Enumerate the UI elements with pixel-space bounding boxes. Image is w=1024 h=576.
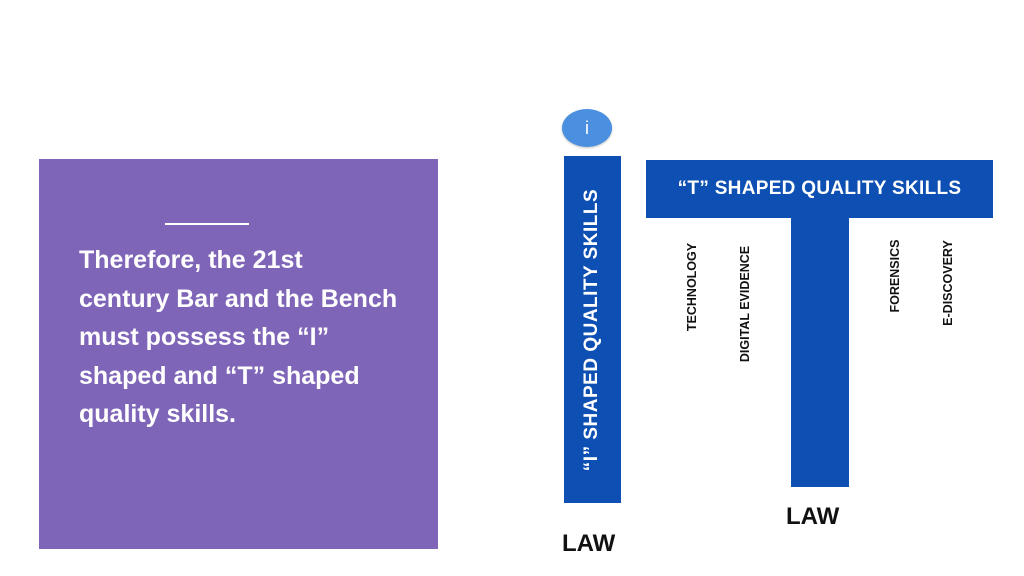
t-shape-stem — [791, 216, 849, 487]
t-shape-base-label: LAW — [786, 503, 840, 530]
skill-forensics: FORENSICS — [888, 239, 902, 313]
i-shape-base-label: LAW — [562, 530, 616, 557]
i-shape-label: “I” SHAPED QUALITY SKILLS — [581, 188, 602, 472]
skill-e-discovery: E-DISCOVERY — [941, 240, 955, 326]
skill-digital-evidence: DIGITAL EVIDENCE — [738, 245, 752, 363]
conclusion-text: Therefore, the 21st century Bar and the … — [79, 246, 398, 428]
text-box: Therefore, the 21st century Bar and the … — [39, 159, 438, 549]
divider-line — [165, 223, 249, 225]
skill-technology: TECHNOLOGY — [685, 242, 699, 332]
t-shape-top-bar: “T” SHAPED QUALITY SKILLS — [646, 160, 993, 218]
info-button[interactable]: i — [562, 109, 612, 147]
i-shape-bar — [564, 156, 621, 503]
t-shape-label: “T” SHAPED QUALITY SKILLS — [677, 178, 962, 199]
